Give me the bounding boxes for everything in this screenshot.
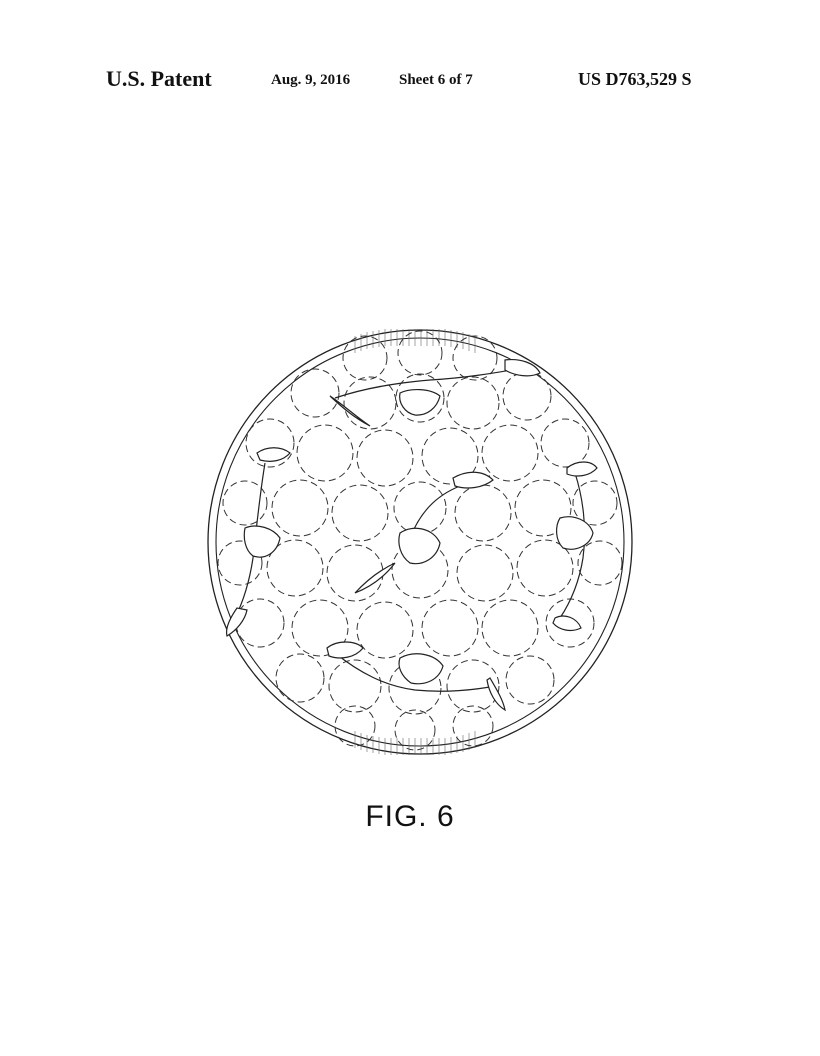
figure-drawing [205,318,635,766]
patent-date: Aug. 9, 2016 [271,72,350,89]
sheet-number: Sheet 6 of 7 [399,72,473,89]
figure-label: FIG. 6 [0,800,820,834]
flower-motifs [227,360,597,710]
patent-header: U.S. Patent Aug. 9, 2016 Sheet 6 of 7 US… [0,66,820,96]
patent-title: U.S. Patent [106,66,212,92]
circular-tray-drawing [205,318,635,766]
patent-number: US D763,529 S [578,69,692,90]
